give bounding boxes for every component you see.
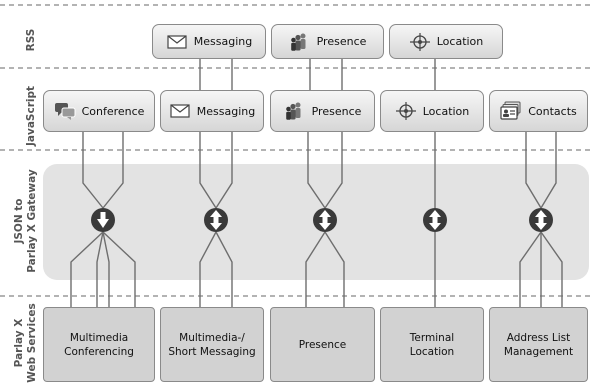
rss-box-presence-label: Presence xyxy=(316,35,367,48)
people-icon xyxy=(289,32,311,52)
wire-ws-2-1 xyxy=(324,231,345,307)
connection-wires xyxy=(70,59,563,307)
gateway-arrow-both xyxy=(313,208,337,232)
js-box-contacts-label: Contacts xyxy=(528,104,577,118)
wire-js-0-1 xyxy=(102,132,124,209)
js-box-location-label: Location xyxy=(422,104,470,118)
people-icon xyxy=(284,101,306,121)
rss-box-location-label: Location xyxy=(436,35,484,48)
js-box-conference-label: Conference xyxy=(81,104,145,118)
wire-ws-1-1 xyxy=(215,231,233,307)
js-box-contacts[interactable]: Contacts xyxy=(489,90,588,132)
rss-box-messaging[interactable]: Messaging xyxy=(152,24,266,59)
rss-box-location[interactable]: Location xyxy=(389,24,503,59)
wire-ws-4-2 xyxy=(540,231,563,307)
wire-js-1-0 xyxy=(199,132,217,209)
wire-ws-4-0 xyxy=(519,231,542,307)
gateway-arrow-both xyxy=(529,208,553,232)
wire-ws-0-2 xyxy=(102,231,110,307)
service-address-list-management-label: Address List Management xyxy=(503,331,574,358)
rss-box-presence[interactable]: Presence xyxy=(271,24,384,59)
target-icon xyxy=(409,32,431,52)
wire-ws-2-0 xyxy=(305,231,326,307)
service-presence-label: Presence xyxy=(298,338,347,351)
wire-ws-0-1 xyxy=(96,231,104,307)
wire-ws-0-3 xyxy=(102,231,136,307)
envelope-icon xyxy=(169,101,191,121)
js-box-messaging[interactable]: Messaging xyxy=(160,90,264,132)
gateway-arrow-down xyxy=(91,208,115,232)
service-presence[interactable]: Presence xyxy=(270,307,375,382)
js-box-conference[interactable]: Conference xyxy=(43,90,155,132)
rss-box-messaging-label: Messaging xyxy=(193,35,253,48)
service-terminal-location-label: Terminal Location xyxy=(409,331,455,358)
service-address-list-management[interactable]: Address List Management xyxy=(489,307,588,382)
gateway-arrows xyxy=(91,208,553,232)
wire-js-0-0 xyxy=(82,132,104,209)
wire-ws-1-0 xyxy=(199,231,217,307)
wire-js-1-1 xyxy=(215,132,233,209)
js-box-presence-label: Presence xyxy=(311,104,362,118)
wire-js-2-1 xyxy=(324,132,343,209)
service-multimedia-short-messaging[interactable]: Multimedia-/ Short Messaging xyxy=(160,307,264,382)
wire-ws-0-0 xyxy=(70,231,104,307)
js-box-presence[interactable]: Presence xyxy=(270,90,375,132)
wire-js-4-1 xyxy=(540,132,557,209)
wire-js-2-0 xyxy=(307,132,326,209)
service-terminal-location[interactable]: Terminal Location xyxy=(380,307,484,382)
gateway-arrow-both xyxy=(204,208,228,232)
gateway-arrow-both xyxy=(423,208,447,232)
js-box-messaging-label: Messaging xyxy=(196,104,256,118)
service-multimedia-conferencing-label: Multimedia Conferencing xyxy=(64,331,134,358)
wire-js-4-0 xyxy=(525,132,542,209)
contact-card-icon xyxy=(500,101,522,121)
envelope-icon xyxy=(166,32,188,52)
js-box-location[interactable]: Location xyxy=(380,90,484,132)
service-multimedia-conferencing[interactable]: Multimedia Conferencing xyxy=(43,307,155,382)
service-multimedia-short-messaging-label: Multimedia-/ Short Messaging xyxy=(168,331,256,358)
target-icon xyxy=(395,101,417,121)
speech-bubbles-icon xyxy=(54,101,76,121)
